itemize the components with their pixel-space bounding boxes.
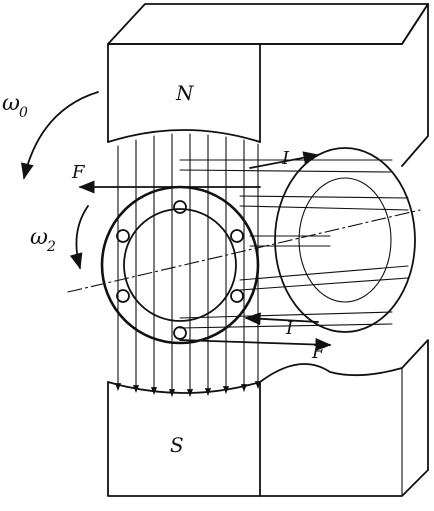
rotor-bar [239, 205, 409, 211]
rotor-bar [239, 195, 409, 199]
current-label-bottom: I [285, 318, 294, 339]
bar-end-hole [230, 229, 244, 243]
force-label-bottom: F [311, 342, 326, 363]
force-arrow-bottom [179, 338, 332, 351]
magnetic-field-lines [114, 133, 262, 397]
svg-text:0: 0 [19, 105, 28, 121]
rotor-front-ring [100, 185, 260, 345]
svg-text:ω: ω [30, 225, 48, 250]
omega-2-arrow [69, 205, 89, 270]
bar-end-hole [173, 326, 187, 340]
rotor-bar [179, 311, 393, 319]
north-pole-label: N [175, 81, 195, 105]
omega-2-label: ω 2 [30, 225, 56, 255]
north-pole-block [107, 3, 429, 167]
bar-end-hole [230, 289, 244, 303]
current-arrow-bottom [244, 312, 319, 326]
current-arrow-top [249, 151, 320, 169]
rotor-bar [179, 169, 393, 173]
force-label-top: F [71, 162, 86, 183]
south-pole-block [107, 339, 429, 497]
bar-end-hole [116, 229, 130, 243]
force-current-arrows [78, 151, 332, 351]
current-label-top: I [281, 148, 290, 169]
rotor-back-ring [274, 147, 416, 333]
omega-0-label: ω 0 [2, 91, 28, 121]
rotor-bars [179, 159, 409, 329]
svg-text:2: 2 [46, 239, 56, 255]
bar-end-hole [116, 289, 130, 303]
rotor-bar [179, 323, 393, 329]
svg-text:ω: ω [2, 91, 20, 116]
rotation-axis [67, 209, 421, 293]
omega-0-arrow [21, 91, 99, 180]
bar-end-hole [173, 200, 187, 214]
south-pole-label: S [170, 433, 184, 457]
rotor-bar [239, 265, 409, 281]
rotor-bar [239, 277, 409, 291]
